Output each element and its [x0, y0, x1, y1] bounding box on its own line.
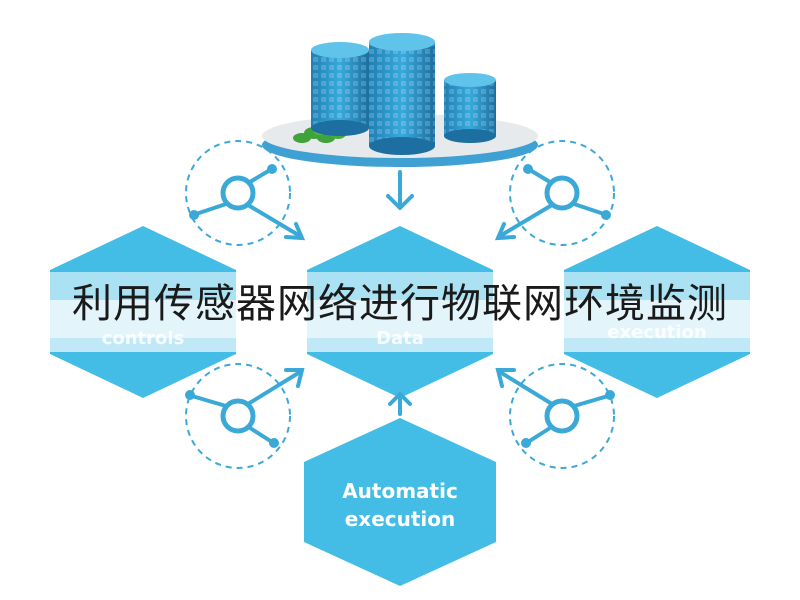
hexagon-bottom: Automatic execution [304, 418, 496, 586]
arrow-down-from-platform [386, 170, 414, 210]
hex-bottom-label-line2: execution [345, 507, 456, 531]
network-node-icon-bottom-left [185, 363, 305, 469]
data-center-illustration [262, 33, 538, 167]
overlay-caption: 利用传感器网络进行物联网环境监测 [72, 281, 728, 327]
hex-bottom-label-line1: Automatic [342, 479, 458, 503]
network-node-icon-top-right [494, 140, 615, 246]
server-tower-left [311, 42, 369, 136]
server-tower-right [444, 73, 496, 143]
caption-background [20, 272, 780, 338]
network-node-icon-top-left [185, 140, 306, 246]
server-tower-center [369, 33, 435, 155]
network-node-icon-bottom-right [495, 363, 615, 469]
arrow-up-to-center [388, 392, 412, 416]
